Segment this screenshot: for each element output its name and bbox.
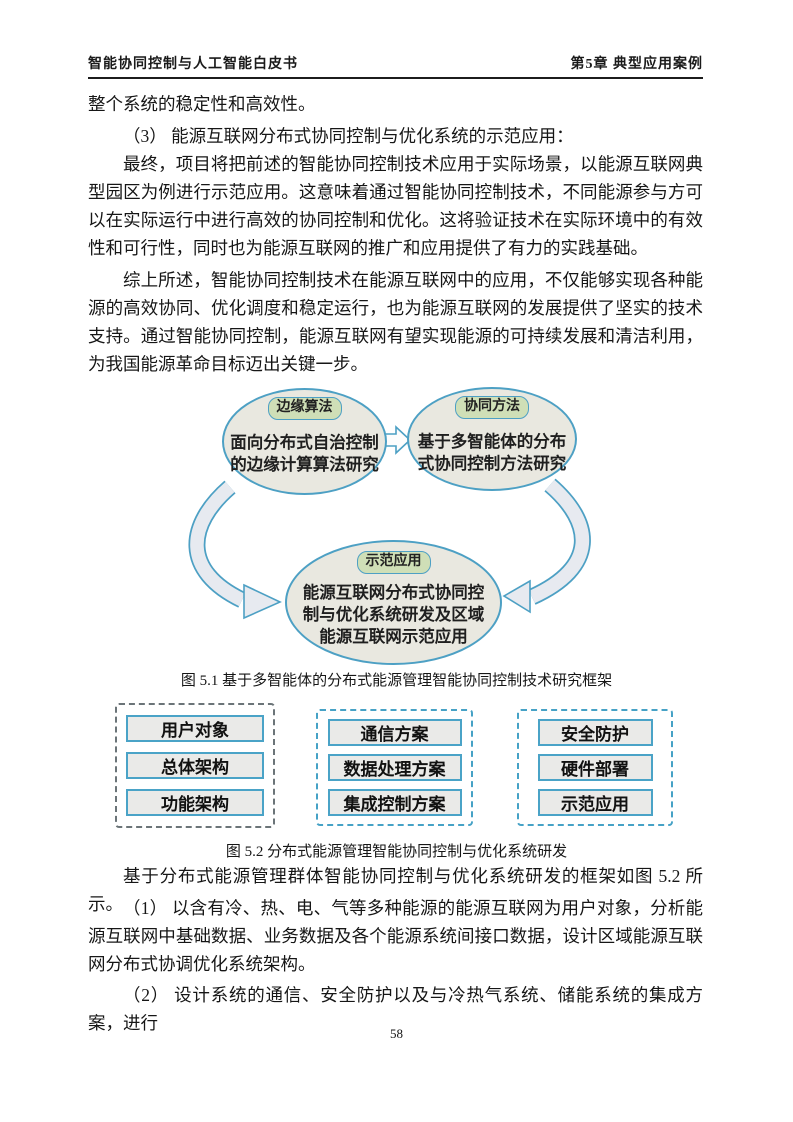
box-function-framework: 功能架构: [126, 789, 264, 816]
figure-5-1-caption: 图 5.1 基于多智能体的分布式能源管理智能协同控制技术研究框架: [180, 673, 613, 689]
node-text-line: 式协同控制方法研究: [417, 454, 567, 473]
node-demonstration-application: 示范应用 能源互联网分布式协同控 制与优化系统研发及区域 能源互联网示范应用: [285, 540, 502, 665]
badge-edge-algorithm: 边缘算法: [267, 397, 342, 420]
node-text-line: 的边缘计算算法研究: [230, 455, 379, 474]
paragraph-continuation: 整个系统的稳定性和高效性。: [88, 94, 316, 114]
figure-5-1-diagram: 边缘算法 面向分布式自治控制 的边缘计算算法研究 协同方法 基于多智能体的分布 …: [0, 385, 793, 670]
figure-5-2-caption: 图 5.2 分布式能源管理智能协同控制与优化系统研发: [225, 844, 568, 860]
box-integrated-control-plan: 集成控制方案: [327, 789, 462, 816]
paragraph-item-2: （2） 设计系统的通信、安全防护以及与冷热气系统、储能系统的集成方案，进行: [88, 985, 703, 1033]
page-number: 58: [390, 1026, 403, 1041]
curved-arrow-right-head-icon: [502, 579, 531, 614]
curved-arrow-right-band: [529, 479, 589, 604]
node-text-line: 制与优化系统研发及区域: [302, 605, 485, 624]
box-hardware-deployment: 硬件部署: [537, 754, 653, 781]
curved-arrow-left-head-icon: [243, 583, 282, 620]
paragraph-finally: 最终，项目将把前述的智能协同控制技术应用于实际场景，以能源互联网典型园区为例进行…: [88, 154, 703, 258]
node-edge-algorithm-text: 面向分布式自治控制 的边缘计算算法研究: [230, 432, 379, 476]
header-chapter-title: 第5章 典型应用案例: [570, 57, 703, 72]
node-demonstration-application-text: 能源互联网分布式协同控 制与优化系统研发及区域 能源互联网示范应用: [303, 582, 485, 648]
paragraph-framework-ref: 基于分布式能源管理群体智能协同控制与优化系统研发的框架如图 5.2 所示。: [88, 866, 703, 914]
group-user-architecture: 用户对象 总体架构 功能架构: [115, 703, 275, 828]
node-text-line: 能源互联网示范应用: [319, 627, 468, 646]
box-user-object: 用户对象: [126, 715, 264, 742]
header-book-title: 智能协同控制与人工智能白皮书: [88, 57, 298, 72]
node-collaboration-method-text: 基于多智能体的分布 式协同控制方法研究: [418, 431, 567, 475]
header-rule: [88, 77, 703, 79]
box-overall-framework: 总体架构: [126, 752, 264, 779]
curved-arrow-left-band: [190, 481, 246, 607]
box-security-protection: 安全防护: [537, 719, 653, 746]
node-edge-algorithm: 边缘算法 面向分布式自治控制 的边缘计算算法研究: [222, 388, 387, 495]
paragraph-item-3: （3） 能源互联网分布式协同控制与优化系统的示范应用：: [123, 126, 574, 146]
paragraph-item-1: （1） 以含有冷、热、电、气等多种能源的能源互联网为用户对象，分析能源互联网中基…: [88, 898, 703, 974]
block-arrow-right-icon: [384, 425, 412, 455]
badge-collaboration-method: 协同方法: [455, 396, 529, 419]
node-text-line: 面向分布式自治控制: [230, 433, 379, 452]
node-collaboration-method: 协同方法 基于多智能体的分布 式协同控制方法研究: [407, 387, 577, 491]
node-text-line: 能源互联网分布式协同控: [302, 583, 485, 602]
figure-5-1-arrows-layer: [188, 425, 591, 620]
group-solution-design: 通信方案 数据处理方案 集成控制方案: [316, 709, 473, 826]
figure-5-2-diagram: 用户对象 总体架构 功能架构 通信方案 数据处理方案 集成控制方案 安全防护 硬…: [0, 700, 793, 840]
node-text-line: 基于多智能体的分布: [417, 432, 567, 451]
box-communication-plan: 通信方案: [327, 719, 462, 746]
group-deployment: 安全防护 硬件部署 示范应用: [517, 709, 673, 826]
paragraph-summary: 综上所述，智能协同控制技术在能源互联网中的应用，不仅能够实现各种能源的高效协同、…: [88, 270, 703, 374]
badge-demonstration-application: 示范应用: [356, 551, 431, 574]
box-data-processing-plan: 数据处理方案: [327, 754, 462, 781]
box-demonstration-application: 示范应用: [537, 789, 653, 816]
